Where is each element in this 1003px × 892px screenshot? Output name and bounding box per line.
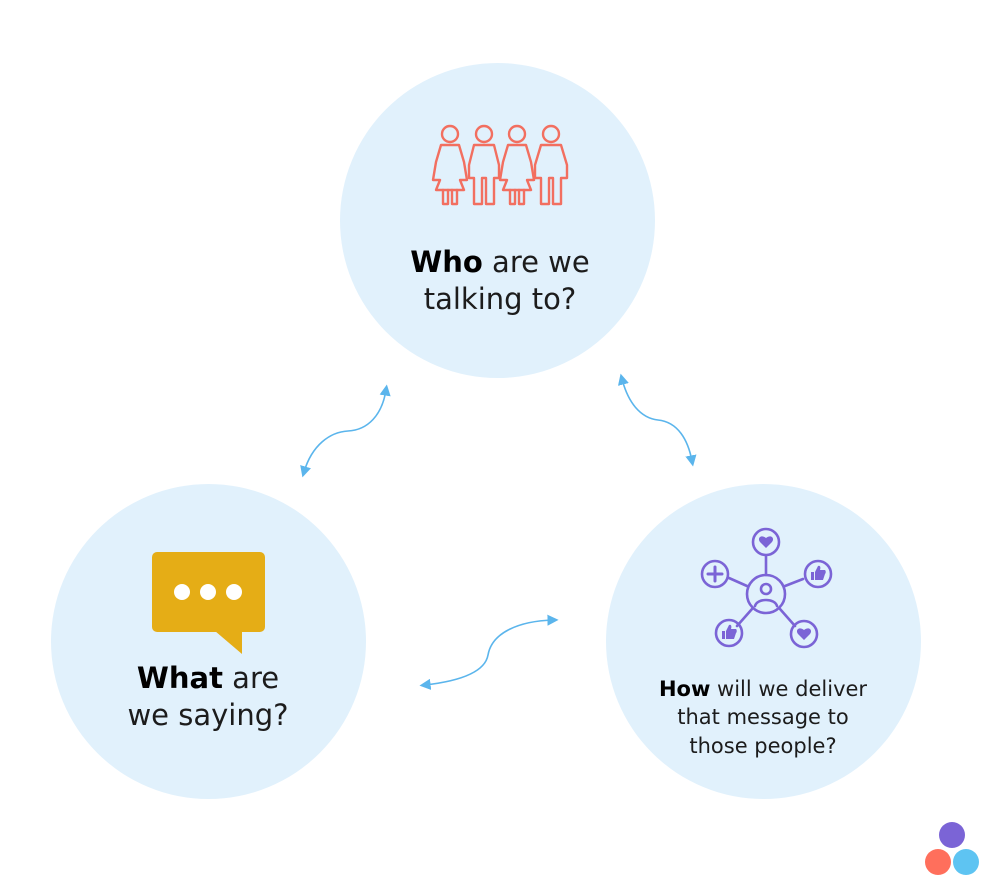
caption-what-line2: we saying? [127,698,289,733]
caption-what-bold: What [136,661,223,695]
node-caption-who: Who are we talking to? [380,244,620,318]
group-of-people-icon [431,124,569,206]
node-circle-who [340,63,655,378]
caption-who-line1: are we [482,245,590,279]
caption-how-bold: How [658,677,711,701]
caption-what-line1: are [222,661,280,695]
speech-bubble-icon [152,552,265,654]
caption-who-line2: talking to? [423,282,577,317]
caption-who-bold: Who [410,245,483,279]
caption-how-line2: that message to [677,705,849,730]
arrow-what-how [419,614,559,690]
node-caption-how: How will we deliver that message to thos… [640,675,886,760]
node-circle-how [606,484,921,799]
social-network-icon [700,527,833,649]
caption-how-line3: those people? [689,733,837,758]
node-caption-what: What are we saying? [88,660,328,734]
node-circle-what [51,484,366,799]
logo-dot-blue [953,849,979,875]
logo-dot-purple [939,822,965,848]
logo-dot-orange [925,849,951,875]
caption-how-line1: will we deliver [710,677,868,701]
arrow-who-what [300,384,391,478]
arrow-who-how [617,373,697,467]
